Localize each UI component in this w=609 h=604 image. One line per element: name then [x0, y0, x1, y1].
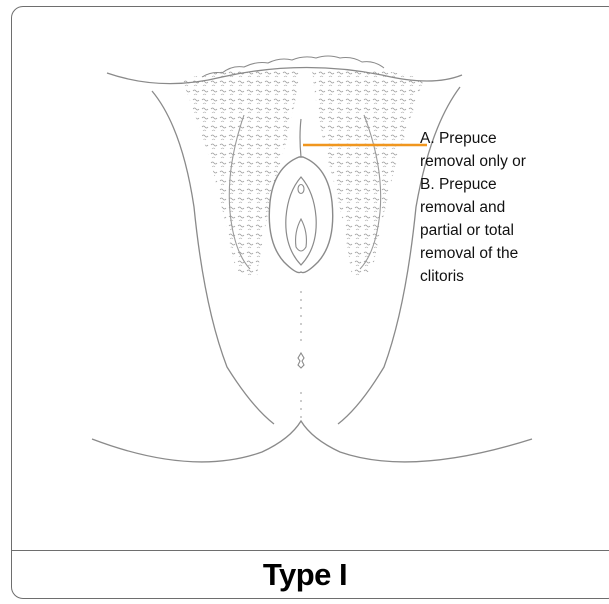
- annotation-line: removal and: [420, 196, 600, 219]
- prepuce-line: [300, 119, 301, 157]
- vaginal-opening: [296, 219, 307, 251]
- buttocks-outline: [92, 421, 532, 462]
- annotation-text: A. Prepuce removal only or B. Prepuce re…: [420, 127, 600, 288]
- annotation-line: removal only or: [420, 150, 600, 173]
- diagram-caption: Type I: [12, 551, 598, 599]
- diagram-card: Type I: [11, 6, 609, 599]
- hair-region-right: [312, 68, 424, 277]
- annotation-line: removal of the: [420, 242, 600, 265]
- annotation-line: A. Prepuce: [420, 127, 600, 150]
- inner-labia: [286, 177, 316, 265]
- outer-labia: [269, 157, 332, 273]
- anus: [298, 353, 304, 368]
- hair-region-left: [182, 68, 300, 277]
- annotation-line: clitoris: [420, 265, 600, 288]
- annotation-line: partial or total: [420, 219, 600, 242]
- annotation-line: B. Prepuce: [420, 173, 600, 196]
- clitoris: [298, 185, 304, 194]
